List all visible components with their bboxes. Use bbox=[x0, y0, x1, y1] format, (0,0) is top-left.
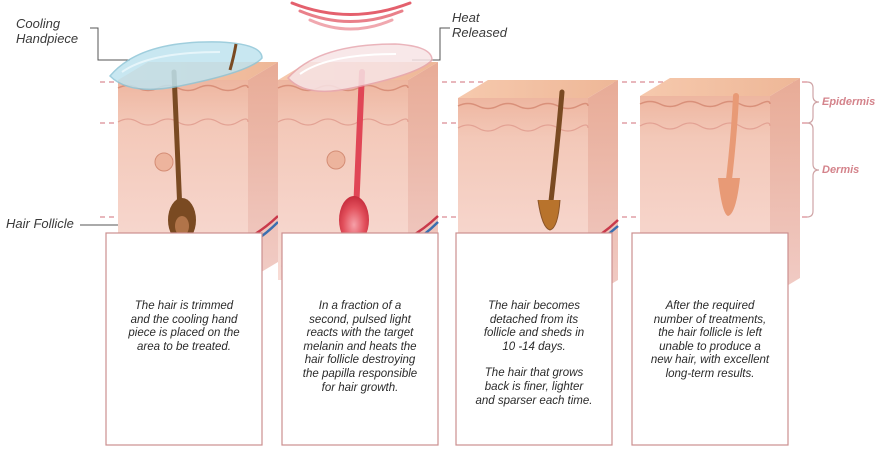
caption-stage-1: The hair is trimmed and the cooling hand… bbox=[109, 300, 259, 354]
epidermis-label: Epidermis bbox=[822, 96, 876, 108]
caption-line: The hair becomes bbox=[487, 300, 581, 312]
light-handpiece bbox=[286, 43, 433, 93]
caption-line: for hair growth. bbox=[321, 381, 399, 394]
caption-line: After the required bbox=[665, 300, 755, 312]
caption-stage-3: The hair becomes detached from its folli… bbox=[459, 300, 609, 408]
caption-paragraph: The hair that grows back is finer, light… bbox=[459, 367, 609, 408]
caption-line: The hair is trimmed bbox=[134, 300, 234, 312]
caption-panels bbox=[105, 232, 789, 446]
caption-line: 10 -14 days. bbox=[502, 340, 566, 353]
caption-line: melanin and heats the bbox=[303, 340, 417, 353]
caption-line: piece is placed on the bbox=[128, 327, 240, 340]
caption-line: area to be treated. bbox=[137, 340, 231, 353]
heat-released-label: Heat Released bbox=[452, 10, 507, 40]
heat-released-label-line-2: Released bbox=[452, 25, 507, 40]
caption-stage-4: After the required number of treatments,… bbox=[635, 300, 785, 382]
caption-line: the hair follicle is left bbox=[658, 327, 762, 340]
dermis-label: Dermis bbox=[822, 164, 860, 176]
caption-line: reacts with the target bbox=[306, 327, 414, 340]
caption-line: In a fraction of a bbox=[318, 300, 402, 312]
heat-waves bbox=[290, 1, 412, 31]
layer-braces bbox=[806, 81, 820, 218]
cooling-handpiece-label: Cooling Handpiece bbox=[16, 16, 78, 46]
caption-line: and the cooling hand bbox=[130, 313, 238, 326]
caption-line: the papilla responsible bbox=[302, 367, 418, 380]
cooling-handpiece bbox=[108, 41, 263, 91]
caption-line: new hair, with excellent bbox=[650, 354, 770, 367]
caption-line: back is finer, lighter bbox=[484, 380, 584, 393]
caption-line: hair follicle destroying bbox=[304, 354, 416, 367]
caption-paragraph: After the required number of treatments,… bbox=[635, 300, 785, 382]
caption-line: detached from its bbox=[489, 313, 579, 326]
caption-line: long-term results. bbox=[665, 367, 755, 380]
caption-paragraph: In a fraction of a second, pulsed light … bbox=[285, 300, 435, 395]
caption-line: second, pulsed light bbox=[309, 313, 411, 326]
cooling-handpiece-label-line-1: Cooling bbox=[16, 16, 61, 31]
caption-paragraph: The hair becomes detached from its folli… bbox=[459, 300, 609, 354]
caption-stage-2: In a fraction of a second, pulsed light … bbox=[285, 300, 435, 395]
caption-line: follicle and sheds in bbox=[483, 327, 585, 340]
cooling-handpiece-label-line-2: Handpiece bbox=[16, 31, 79, 46]
caption-line: number of treatments, bbox=[653, 313, 767, 326]
caption-paragraph: The hair is trimmed and the cooling hand… bbox=[109, 300, 259, 354]
caption-line: unable to produce a bbox=[659, 340, 761, 353]
caption-line: and sparser each time. bbox=[475, 394, 593, 407]
caption-line: The hair that grows bbox=[484, 367, 584, 380]
hair-follicle-label: Hair Follicle bbox=[6, 216, 74, 231]
heat-released-label-line-1: Heat bbox=[452, 10, 480, 25]
